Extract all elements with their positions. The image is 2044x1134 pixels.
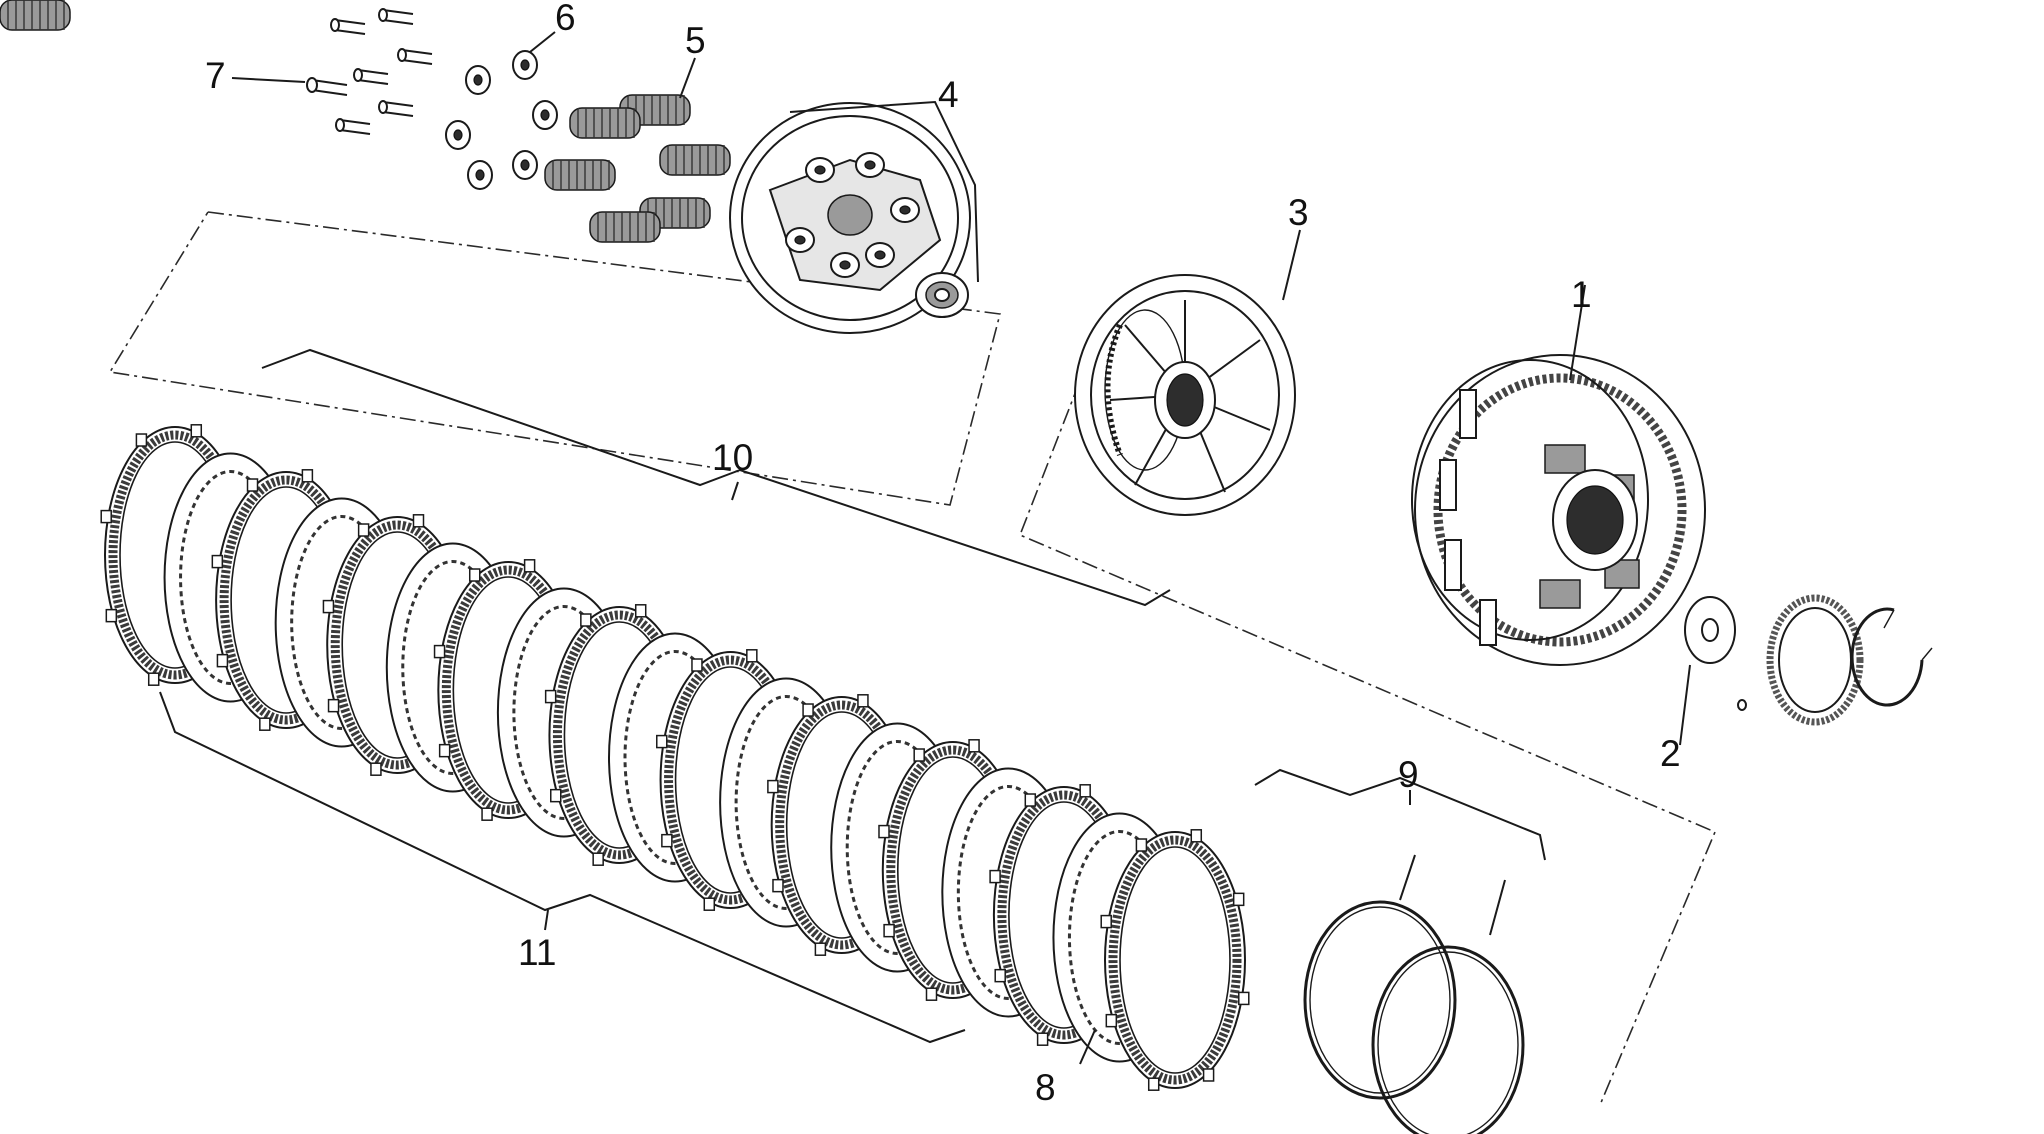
callout-6: 6 <box>555 0 576 38</box>
callout-7: 7 <box>205 55 226 96</box>
part-5-springs <box>0 0 731 243</box>
callout-1: 1 <box>1571 274 1592 315</box>
assembly-boundary-lines <box>108 211 1717 1106</box>
callout-2: 2 <box>1660 733 1681 774</box>
part-2-washer-group <box>1679 594 1933 746</box>
plate-stack <box>100 424 1250 1091</box>
bracket-10 <box>261 348 1171 607</box>
callout-9: 9 <box>1398 754 1419 795</box>
bracket-11 <box>159 691 966 1044</box>
leader-5 <box>679 57 696 99</box>
leader-1 <box>1569 284 1586 381</box>
leader-4 <box>789 100 979 283</box>
boundary-hub-basket <box>1018 354 1717 1106</box>
callout-3: 3 <box>1288 192 1309 233</box>
callout-4: 4 <box>938 74 959 115</box>
callout-5: 5 <box>685 20 706 61</box>
leader-8 <box>1079 1029 1096 1065</box>
callout-8: 8 <box>1035 1067 1056 1108</box>
part-4-pressure-plate <box>729 100 979 334</box>
part-3-clutch-hub <box>1074 229 1301 516</box>
callout-10: 10 <box>712 437 753 478</box>
part-8-end-plate <box>1079 1029 1096 1065</box>
leader-3 <box>1282 229 1301 301</box>
leader-7 <box>231 77 306 83</box>
part-9-wire-rings <box>1254 768 1546 1134</box>
bracket-9 <box>1254 768 1546 861</box>
leader-2 <box>1679 664 1691 746</box>
callout-11: 11 <box>518 932 556 973</box>
friction-plate <box>1100 829 1250 1091</box>
part-7-bolts <box>231 8 433 135</box>
leader-6 <box>529 31 556 53</box>
boundary-plate-pack <box>108 211 1002 506</box>
part-6-washers <box>445 31 558 190</box>
part-1-clutch-basket <box>1411 284 1706 666</box>
callout-labels: 1 2 3 4 5 6 7 8 9 10 11 <box>205 0 1681 1108</box>
